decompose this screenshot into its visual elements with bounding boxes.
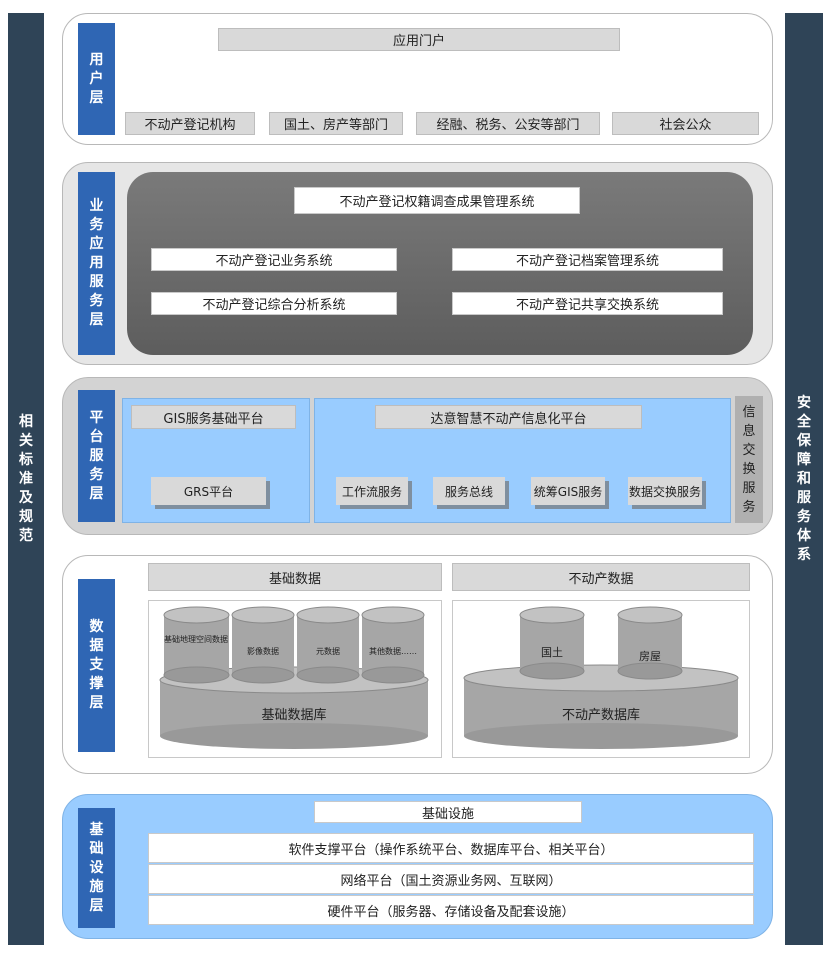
- right-security-label: 安全保障和服务体系: [797, 394, 811, 563]
- left-standards-bar: 相关标准及规范: [8, 13, 44, 945]
- platform-layer-label: 平台服务层: [78, 390, 115, 522]
- estate-database-label: 不动产数据库: [561, 708, 640, 723]
- survey-results-system-box: 不动产登记权籍调查成果管理系统: [294, 187, 580, 214]
- gis-platform-title: GIS服务基础平台: [131, 405, 296, 429]
- basic-item-label: 其他数据……: [369, 647, 417, 656]
- infra-layer-label: 基础设施层: [78, 808, 115, 928]
- business-system-box: 不动产登记共享交换系统: [452, 292, 723, 315]
- user-group-box: 社会公众: [612, 112, 759, 135]
- infra-title-box: 基础设施: [314, 801, 582, 823]
- user-group-box: 经融、税务、公安等部门: [416, 112, 600, 135]
- software-platform-row: 软件支撑平台（操作系统平台、数据库平台、相关平台）: [148, 833, 754, 863]
- estate-database-svg: [463, 606, 739, 749]
- user-group-box: 国土、房产等部门: [269, 112, 403, 135]
- network-platform-row: 网络平台（国土资源业务网、互联网）: [148, 864, 754, 894]
- basic-database-svg: [159, 606, 429, 749]
- basic-item-label: 元数据: [316, 647, 340, 656]
- workflow-service-box: 工作流服务: [336, 477, 408, 505]
- basic-database-label: 基础数据库: [261, 708, 327, 723]
- basic-item-cylinder: [361, 606, 425, 684]
- right-security-bar: 安全保障和服务体系: [785, 13, 823, 945]
- basic-item-label: 影像数据: [247, 647, 279, 656]
- basic-item-cylinder: [163, 606, 230, 684]
- business-layer-label: 业务应用服务层: [78, 172, 115, 355]
- basic-data-title: 基础数据: [148, 563, 442, 591]
- basic-item-cylinder: [296, 606, 360, 684]
- user-layer-label: 用户层: [78, 23, 115, 135]
- business-system-box: 不动产登记档案管理系统: [452, 248, 723, 271]
- user-group-box: 不动产登记机构: [125, 112, 255, 135]
- hardware-platform-row: 硬件平台（服务器、存储设备及配套设施）: [148, 895, 754, 925]
- grs-platform-box: GRS平台: [151, 477, 266, 505]
- business-system-box: 不动产登记业务系统: [151, 248, 397, 271]
- estate-item-cylinder: [519, 606, 585, 680]
- basic-item-label: 基础地理空间数据: [164, 635, 228, 644]
- service-bus-box: 服务总线: [433, 477, 505, 505]
- data-layer-label: 数据支撑层: [78, 579, 115, 752]
- left-standards-label: 相关标准及规范: [19, 413, 33, 544]
- basic-item-cylinder: [231, 606, 295, 684]
- gis-service-box: 统筹GIS服务: [531, 477, 605, 505]
- estate-item-label: 国土: [541, 646, 563, 659]
- dayi-platform-title: 达意智慧不动产信息化平台: [375, 405, 642, 429]
- business-system-box: 不动产登记综合分析系统: [151, 292, 397, 315]
- info-exchange-box: 信息交换服务: [735, 396, 763, 523]
- app-portal-box: 应用门户: [218, 28, 620, 51]
- estate-item-cylinder: [617, 606, 683, 680]
- estate-item-label: 房屋: [639, 650, 661, 663]
- data-exchange-service-box: 数据交换服务: [628, 477, 702, 505]
- estate-data-title: 不动产数据: [452, 563, 750, 591]
